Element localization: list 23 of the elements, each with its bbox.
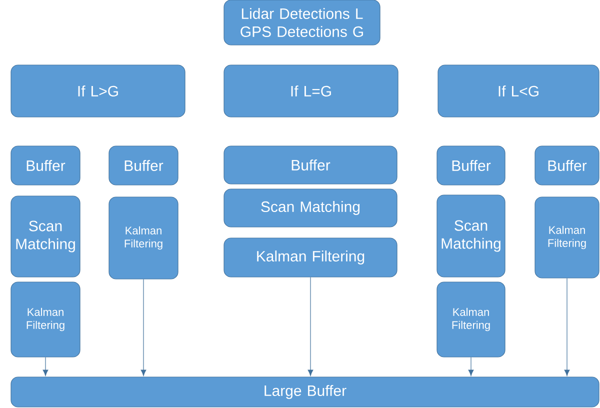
process-box: Kalman Filtering — [10, 282, 80, 358]
process-box: Scan Matching — [224, 188, 398, 228]
condition-box: If L>G — [10, 64, 186, 118]
condition-box: If L<G — [438, 64, 600, 118]
process-box: Buffer — [108, 146, 178, 186]
process-box: Buffer — [10, 146, 80, 186]
process-box: Kalman Filtering — [534, 196, 600, 278]
process-box: Buffer — [534, 146, 600, 186]
process-box: Kalman Filtering — [224, 238, 398, 278]
process-box: Kalman Filtering — [108, 196, 178, 280]
arrow — [564, 278, 570, 376]
title-box: Lidar Detections L GPS Detections G — [224, 0, 380, 46]
buffer-bar: Large Buffer — [10, 376, 600, 408]
process-box: Scan Matching — [436, 194, 506, 278]
condition-box: If L=G — [224, 64, 398, 118]
process-box: Buffer — [436, 146, 506, 186]
arrow — [468, 357, 474, 376]
process-box: Scan Matching — [10, 196, 80, 278]
arrow — [42, 357, 48, 376]
arrow — [140, 279, 146, 376]
process-box: Buffer — [224, 146, 398, 184]
process-box: Kalman Filtering — [436, 282, 506, 358]
arrow — [308, 277, 314, 376]
